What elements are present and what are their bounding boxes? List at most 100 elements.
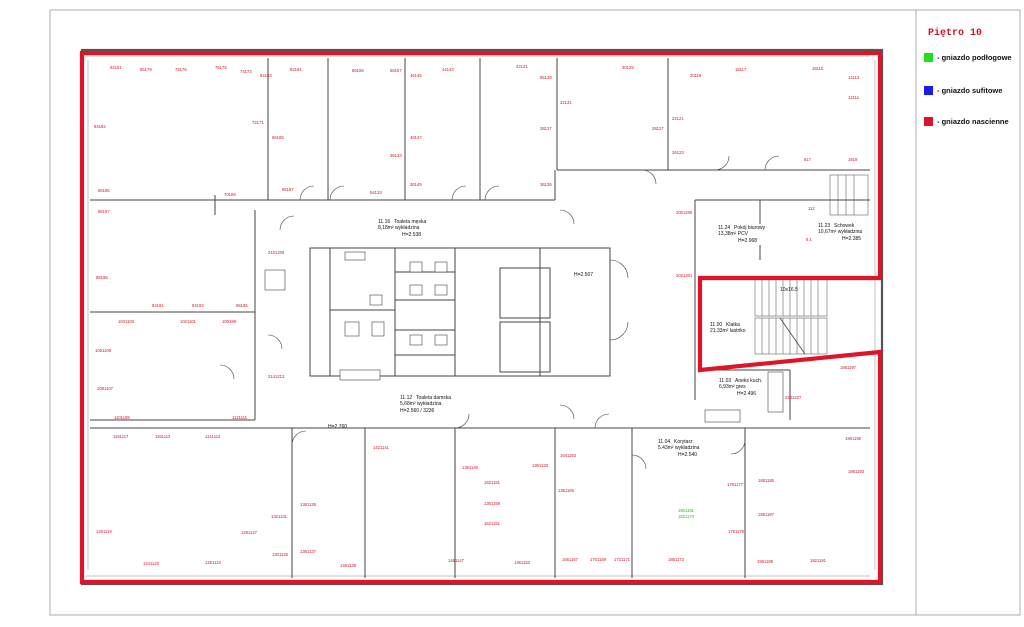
socket-label: 54133 xyxy=(370,190,382,195)
socket-label: 1721171 xyxy=(614,557,631,562)
socket-label: 28127 xyxy=(652,126,664,131)
socket-label: 1421141 xyxy=(373,445,390,450)
socket-label: 92191 xyxy=(152,303,164,308)
socket-label: 1081107 xyxy=(97,386,114,391)
socket-label: 1961189 xyxy=(757,559,774,564)
socket-label: 1061105 xyxy=(95,348,112,353)
socket-label: 1161117 xyxy=(113,434,129,439)
legend-label-wall: - gniazdo nascienne xyxy=(937,117,1009,126)
socket-label: 38137 xyxy=(540,126,552,131)
socket-label: 1141113 xyxy=(205,434,221,439)
socket-label: 1861197 xyxy=(840,365,857,370)
socket-label: 1041103 xyxy=(118,319,135,324)
socket-label: 1861185 xyxy=(758,478,775,483)
socket-label: 30129 xyxy=(622,65,634,70)
socket-label: 1961195 xyxy=(845,436,862,441)
socket-label: 14113 xyxy=(848,75,860,80)
floor-socket-label: 1821173 xyxy=(678,514,695,519)
socket-label: 1521151 xyxy=(484,521,501,526)
socket-label: 48147 xyxy=(410,135,422,140)
stair-dimension-label: 10x16.5 xyxy=(780,287,798,293)
socket-label: 92181 xyxy=(110,65,122,70)
height-label-lobby: H=2.507 xyxy=(574,272,594,278)
socket-label: 6.1 xyxy=(806,237,812,242)
socket-label: 22121 xyxy=(672,116,684,121)
socket-label: 1241123 xyxy=(143,561,160,566)
socket-label: 72176 xyxy=(175,67,187,72)
legend-item-wall: - gniazdo nascienne xyxy=(924,117,1009,126)
socket-label: 16115 xyxy=(812,66,824,71)
socket-label: 1261124 xyxy=(205,560,222,565)
socket-label: 1281127 xyxy=(241,530,258,535)
height-label-corridor: H=2.760 xyxy=(328,424,348,430)
socket-label: 1361135 xyxy=(300,502,317,507)
socket-label: 20119 xyxy=(690,73,702,78)
legend-label-floor: - gniazdo podłogowe xyxy=(937,53,1012,62)
socket-label: 1321131 xyxy=(271,514,288,519)
socket-label: 100199 xyxy=(222,319,237,324)
socket-label: 1301126 xyxy=(272,552,289,557)
window-strips xyxy=(86,55,876,577)
socket-label: 12111 xyxy=(848,95,860,100)
socket-label: 1761177 xyxy=(727,482,744,487)
room-11-03: 11.03 Aneks kuch. 6,93m² gres H=2.496 xyxy=(717,377,765,399)
legend-label-ceiling: - gniazdo sufitowe xyxy=(937,86,1003,95)
socket-label: 84183 xyxy=(260,73,272,78)
socket-label: 66165 xyxy=(272,135,284,140)
socket-label: 1161113 xyxy=(155,434,171,439)
socket-label: 82181 xyxy=(290,67,302,72)
socket-label: 1461139 xyxy=(340,563,357,568)
red-swatch-icon xyxy=(924,117,933,126)
room-11-24: 11.24 Pokój biurowy 13,38m² PCV H=2.968 xyxy=(716,224,768,246)
socket-label: 94193 xyxy=(192,303,204,308)
green-swatch-icon xyxy=(924,53,933,62)
socket-label: 76175 xyxy=(215,65,227,70)
socket-label: 1861193 xyxy=(848,469,865,474)
socket-label: 1361137 xyxy=(300,549,317,554)
socket-label: 1361153 xyxy=(514,560,531,565)
socket-label: 617 xyxy=(804,157,812,162)
interior-walls xyxy=(90,58,870,578)
socket-label: 96195 xyxy=(236,303,248,308)
socket-label: 36135 xyxy=(540,182,552,187)
floor-socket-label: 1801181 xyxy=(678,508,695,513)
socket-label: 1861173 xyxy=(668,557,685,562)
room-11-04: 11.04 Korytarz 5.43m² wykładzina H=2.540 xyxy=(656,438,702,460)
room-11-12: 11.12 Toaleta damska 5,68m² wykładzina H… xyxy=(398,394,454,416)
building-walls xyxy=(80,48,884,586)
socket-label: 1361140 xyxy=(462,465,479,470)
socket-label: 42141 xyxy=(516,64,528,69)
socket-label: 1361159 xyxy=(484,501,501,506)
socket-label: 1121111 xyxy=(232,415,248,420)
socket-label: 46145 xyxy=(410,73,422,78)
sanitary-fixtures xyxy=(264,251,784,423)
blue-swatch-icon xyxy=(924,86,933,95)
socket-label: 1701169 xyxy=(590,557,607,562)
socket-label: 1661167 xyxy=(562,557,579,562)
socket-label: 88188 xyxy=(96,275,108,280)
socket-label: 1921191 xyxy=(810,558,827,563)
room-11-00: 11.00 Klatka 21.33m² lastriko xyxy=(708,321,748,336)
socket-label: 1621161 xyxy=(484,480,501,485)
socket-label: 44143 xyxy=(442,67,454,72)
socket-label: 1461147 xyxy=(448,558,465,563)
socket-label: 32131 xyxy=(560,100,572,105)
socket-label: 84182 xyxy=(94,124,106,129)
room-11-16: 11.16 Toaleta męska 8,18m² wykładzina H=… xyxy=(376,218,429,240)
socket-label: 2141213 xyxy=(268,374,285,379)
socket-label: 1861187 xyxy=(758,512,775,517)
legend-item-floor: - gniazdo podłogowe xyxy=(924,53,1012,62)
socket-label: 2021201 xyxy=(676,273,693,278)
staircase xyxy=(754,174,869,355)
socket-label: 58157 xyxy=(390,68,402,73)
socket-label: 86139 xyxy=(540,75,552,80)
socket-label: 86185 xyxy=(98,188,110,193)
socket-label: 72171 xyxy=(252,120,264,125)
socket-label: 18117 xyxy=(735,67,747,72)
socket-label: 1361165 xyxy=(558,488,575,493)
door-swings xyxy=(219,155,780,470)
socket-label: 1619 xyxy=(848,157,858,162)
socket-label: 112 xyxy=(808,206,815,211)
socket-label: 85179 xyxy=(140,67,152,72)
socket-label: 74173 xyxy=(240,69,252,74)
